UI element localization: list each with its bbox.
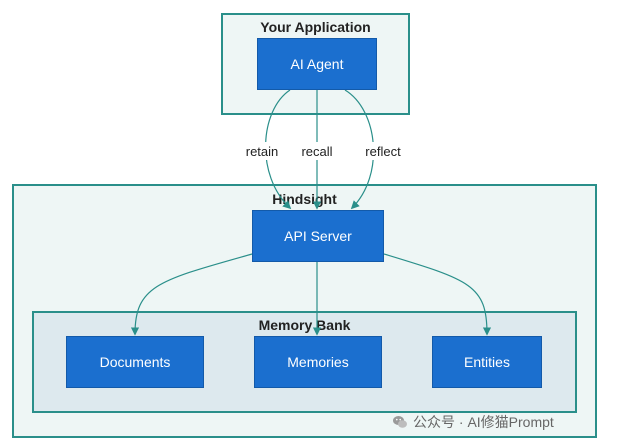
group-title-your-application: Your Application [260, 19, 371, 35]
watermark: 公众号 · AI修猫Prompt [392, 412, 554, 432]
group-title-memory-bank: Memory Bank [258, 317, 351, 333]
watermark-text: 公众号 · AI修猫Prompt [413, 414, 554, 430]
edge-label-recall: recall [301, 144, 332, 159]
edge-label-retain: retain [246, 144, 279, 159]
node-ai-agent[interactable]: AI Agent [257, 38, 377, 90]
edge-label-bg-reflect [359, 142, 407, 160]
edge-label-bg-retain [241, 142, 283, 160]
node-entities[interactable]: Entities [432, 336, 542, 388]
node-memories[interactable]: Memories [254, 336, 382, 388]
edge-label-reflect: reflect [365, 144, 401, 159]
node-documents[interactable]: Documents [66, 336, 204, 388]
wechat-icon [393, 416, 407, 428]
edge-label-bg-recall [296, 142, 338, 160]
edge-api-documents [130, 253, 253, 336]
group-your-application: Your Application [221, 13, 410, 115]
edge-api-entities [383, 253, 492, 336]
node-api-server[interactable]: API Server [252, 210, 384, 262]
